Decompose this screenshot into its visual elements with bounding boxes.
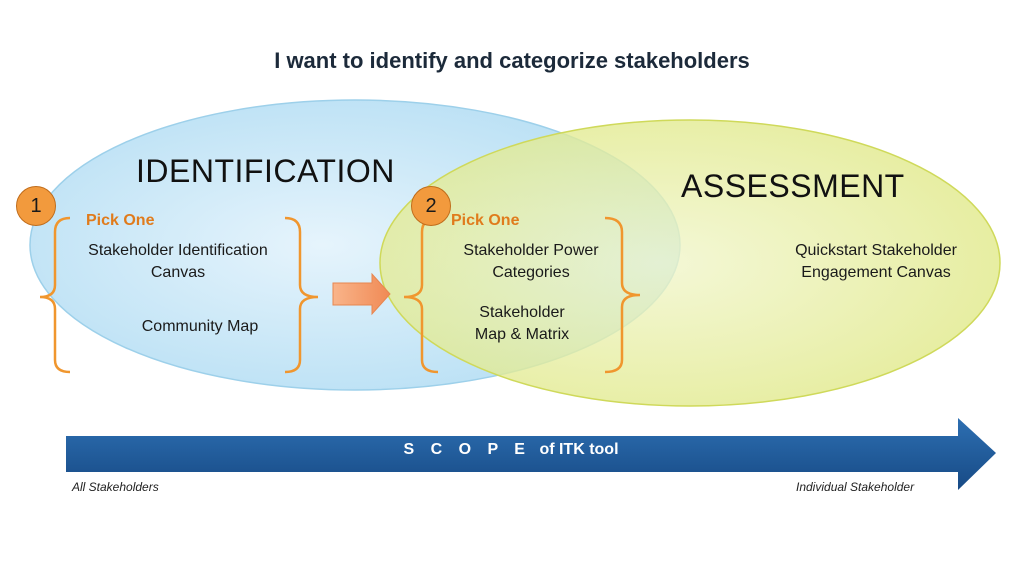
scope-rest: of ITK tool <box>539 441 619 458</box>
option-line: Stakeholder Identification <box>88 242 268 259</box>
option-line: Stakeholder Power <box>463 242 599 259</box>
brace-icon <box>39 216 71 374</box>
option-line: Engagement Canvas <box>801 264 951 281</box>
arrow-right-icon <box>332 272 391 316</box>
brace-icon <box>403 216 439 374</box>
page-title: I want to identify and categorize stakeh… <box>274 48 750 73</box>
option-line: Canvas <box>150 264 206 281</box>
step-badge-1: 1 <box>16 186 56 226</box>
option-line: Map & Matrix <box>474 326 570 343</box>
option-line: Categories <box>492 264 570 281</box>
option-line: Stakeholder <box>479 304 565 321</box>
assessment-ellipse <box>379 119 1001 407</box>
individual-stakeholder-label: Individual Stakeholder <box>796 480 915 494</box>
assessment-pick-label: Pick One <box>451 212 520 229</box>
option-line: Community Map <box>141 318 259 335</box>
brace-icon <box>604 216 641 374</box>
option-community-map[interactable]: Community Map <box>110 316 290 338</box>
scope-letters: S C O P E <box>403 441 531 458</box>
option-line: Quickstart Stakeholder <box>795 242 957 259</box>
scope-label: S C O P E of ITK tool <box>66 441 956 459</box>
identification-pick-label: Pick One <box>86 212 155 229</box>
brace-icon <box>284 216 319 374</box>
scope-arrow <box>66 418 996 490</box>
assessment-heading: ASSESSMENT <box>681 168 905 204</box>
all-stakeholders-label: All Stakeholders <box>72 480 159 494</box>
identification-heading: IDENTIFICATION <box>136 153 395 189</box>
step-badge-2: 2 <box>411 186 451 226</box>
